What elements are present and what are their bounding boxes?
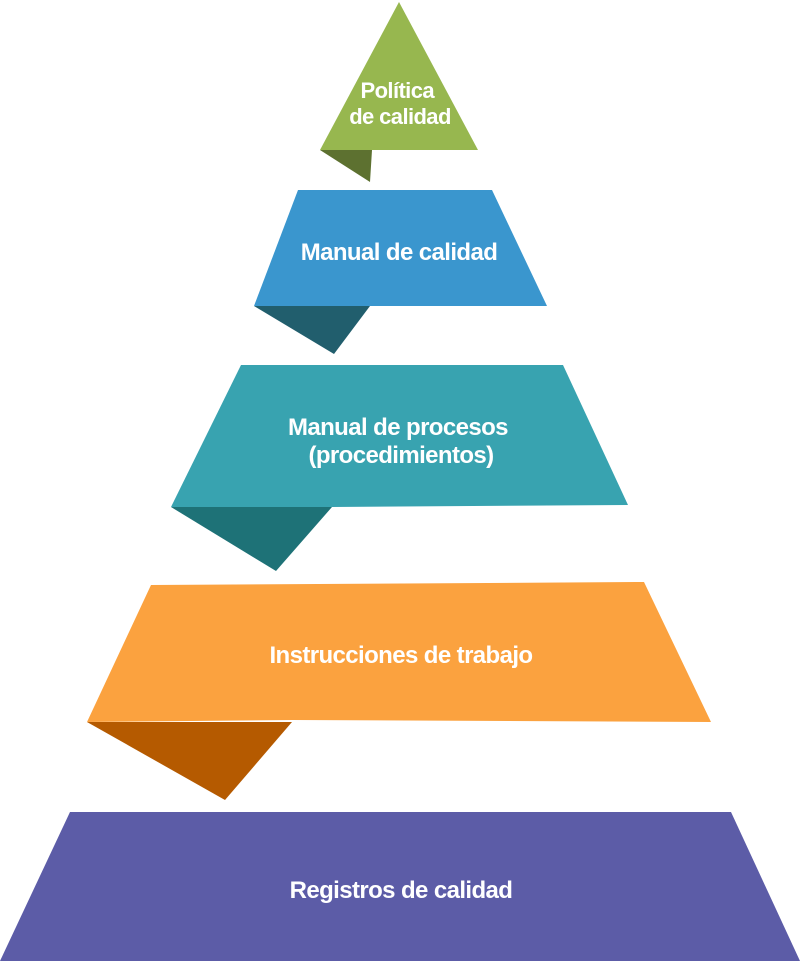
pyramid-level-politica-line-2: de calidad bbox=[349, 104, 451, 129]
pyramid-level-manual-calidad-label: Manual de calidad bbox=[301, 239, 498, 266]
pyramid-level-manual-procesos-line-2: (procedimientos) bbox=[308, 442, 493, 469]
pyramid-level-politica: Política de calidad bbox=[320, 2, 478, 182]
pyramid-level-manual-calidad: Manual de calidad bbox=[254, 190, 547, 354]
pyramid-level-instrucciones: Instrucciones de trabajo bbox=[87, 582, 711, 800]
pyramid-level-registros-line-1: Registros de calidad bbox=[290, 877, 513, 904]
pyramid-level-manual-procesos: Manual de procesos (procedimientos) bbox=[171, 365, 628, 571]
pyramid-level-manual-calidad-shadow bbox=[254, 306, 370, 354]
pyramid-level-politica-face bbox=[320, 2, 478, 150]
pyramid-level-manual-procesos-label: Manual de procesos (procedimientos) bbox=[288, 414, 514, 469]
pyramid-level-instrucciones-label: Instrucciones de trabajo bbox=[269, 642, 532, 669]
pyramid-level-instrucciones-face bbox=[87, 582, 711, 722]
pyramid-level-registros-face bbox=[0, 812, 800, 961]
pyramid-level-manual-calidad-face bbox=[254, 190, 547, 306]
pyramid-level-instrucciones-shadow bbox=[87, 722, 292, 800]
pyramid-level-politica-line-1: Política bbox=[361, 78, 436, 103]
pyramid-level-manual-procesos-line-1: Manual de procesos bbox=[288, 414, 508, 441]
pyramid-level-manual-procesos-face bbox=[171, 365, 628, 507]
pyramid-level-registros: Registros de calidad bbox=[0, 812, 800, 961]
pyramid-level-instrucciones-line-1: Instrucciones de trabajo bbox=[269, 642, 532, 669]
pyramid-level-manual-procesos-shadow bbox=[171, 507, 332, 571]
pyramid-level-politica-label: Política de calidad bbox=[349, 78, 451, 129]
pyramid-level-politica-shadow bbox=[320, 150, 372, 182]
pyramid-level-manual-calidad-line-1: Manual de calidad bbox=[301, 239, 498, 266]
pyramid-level-registros-label: Registros de calidad bbox=[290, 877, 513, 904]
